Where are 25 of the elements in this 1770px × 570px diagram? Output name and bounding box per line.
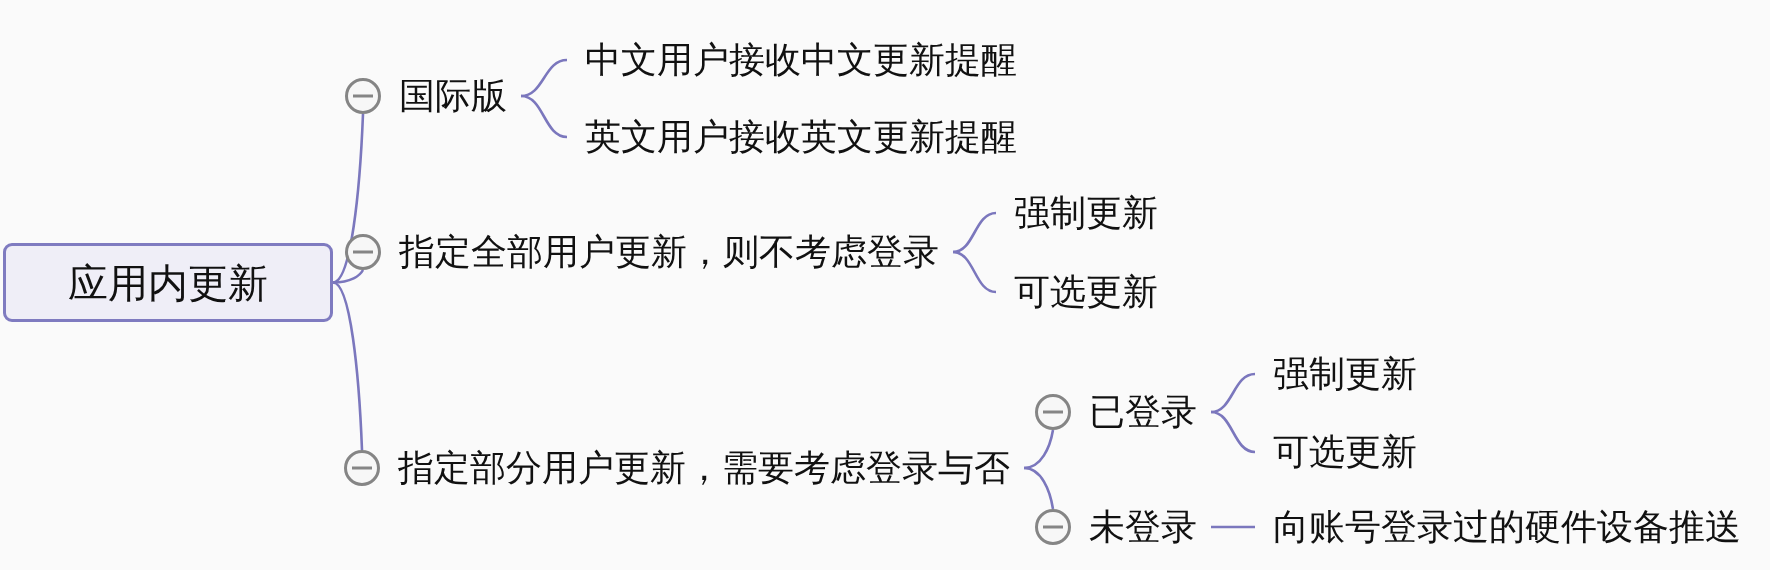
topic-label: 已登录 [1089,394,1197,430]
connector-line [1210,372,1256,414]
topic-label: 国际版 [399,78,507,114]
connector-line [1211,525,1255,529]
connector-line [1023,429,1055,470]
topic-label: 强制更新 [1273,356,1417,392]
connector-line [332,281,364,451]
connector-line [520,58,568,98]
connector-line [1023,466,1055,510]
central-topic-label: 应用内更新 [68,260,268,305]
topic-label: 可选更新 [1014,274,1158,310]
central-topic-box [3,243,333,322]
topic-label: 中文用户接收中文更新提醒 [585,42,1017,78]
topic-label: 未登录 [1089,509,1197,545]
connector-line [332,113,365,284]
topic-label: 强制更新 [1014,195,1158,231]
connector-line [952,250,997,294]
connector-line [1210,410,1256,454]
topic-label: 指定全部用户更新，则不考虑登录 [399,234,939,270]
connector-line [520,94,568,139]
topic-label: 英文用户接收英文更新提醒 [585,119,1017,155]
topic-label: 指定部分用户更新，需要考虑登录与否 [398,450,1010,486]
topic-label: 向账号登录过的硬件设备推送 [1273,509,1741,545]
topic-label: 可选更新 [1273,434,1417,470]
connector-line [952,211,997,254]
